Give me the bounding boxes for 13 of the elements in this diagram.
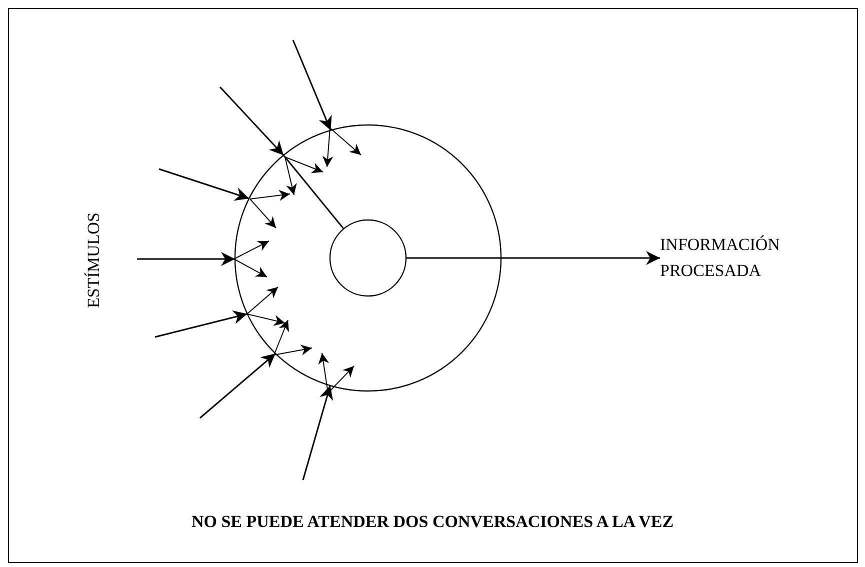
arrow bbox=[292, 40, 332, 131]
outer-circle bbox=[234, 124, 502, 392]
arrow bbox=[200, 352, 276, 419]
arrow bbox=[154, 310, 248, 338]
arrow bbox=[302, 385, 334, 480]
arrow bbox=[137, 252, 235, 266]
arrow bbox=[219, 86, 284, 156]
side-label: ESTÍMULOS bbox=[84, 211, 104, 310]
arrow bbox=[406, 251, 660, 265]
output-label: INFORMACIÓN PROCESADA bbox=[660, 232, 790, 284]
arrow bbox=[158, 168, 250, 201]
inner-circle bbox=[329, 219, 407, 297]
caption: NO SE PUEDE ATENDER DOS CONVERSACIONES A LA VEZ bbox=[191, 512, 674, 531]
